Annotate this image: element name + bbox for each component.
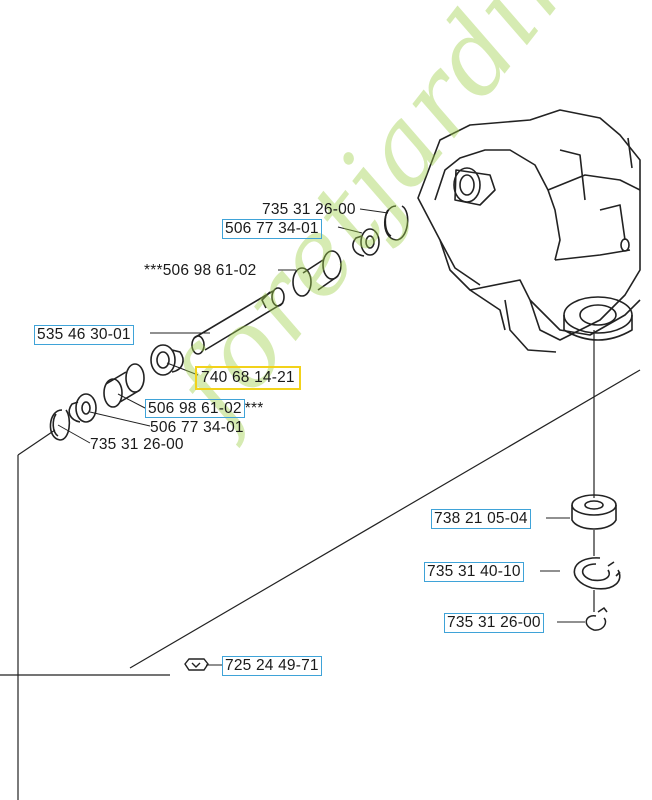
bushing-top	[292, 250, 342, 297]
part-label[interactable]: 506 77 34-01	[222, 219, 322, 239]
part-number-740-68-14-21: 740 68 14-21	[201, 369, 295, 386]
part-label[interactable]: 535 46 30-01	[34, 325, 134, 345]
part-label[interactable]: 738 21 05-04	[431, 509, 531, 529]
watermark: foretjardin.com	[90, 0, 652, 720]
part-label: 506 77 34-01	[150, 419, 244, 437]
part-label[interactable]: 506 98 61-02***	[145, 399, 264, 418]
part-label: 735 31 26-00	[90, 436, 184, 454]
washer-bottom	[68, 393, 97, 423]
small-nut	[184, 658, 209, 671]
leader-lines	[57, 208, 585, 666]
part-number-735-31-26-00: 735 31 26-00	[447, 614, 541, 631]
guide-lines	[0, 330, 641, 800]
snap-ring-bottom	[49, 409, 71, 441]
part-label[interactable]: 735 31 26-00	[444, 613, 544, 633]
gearbox-housing	[417, 109, 641, 353]
bushing-bottom	[103, 363, 145, 408]
part-number-506-77-34-01: 506 77 34-01	[225, 220, 319, 237]
part-number-735-31-26-00: 735 31 26-00	[90, 436, 184, 453]
part-number-506-98-61-02: 506 98 61-02	[145, 399, 245, 418]
part-number-738-21-05-04: 738 21 05-04	[434, 510, 528, 527]
snap-ring-top	[383, 205, 409, 241]
circlip	[573, 557, 621, 590]
part-suffix: ***	[244, 400, 264, 417]
part-number-735-31-40-10: 735 31 40-10	[427, 563, 521, 580]
highlighted-part-label[interactable]: 740 68 14-21	[195, 366, 301, 390]
part-label: 735 31 26-00	[262, 201, 356, 219]
washer-top	[352, 228, 380, 257]
part-number-506-98-61-02: ***506 98 61-02	[144, 262, 257, 279]
ball-bearing	[571, 494, 617, 530]
part-label: ***506 98 61-02	[144, 262, 256, 280]
part-number-535-46-30-01: 535 46 30-01	[37, 326, 131, 343]
part-label[interactable]: 725 24 49-71	[222, 656, 322, 676]
part-label[interactable]: 735 31 40-10	[424, 562, 524, 582]
small-circlip	[585, 606, 608, 631]
part-number-725-24-49-71: 725 24 49-71	[225, 657, 319, 674]
seal-ring	[150, 344, 184, 376]
pin-shaft	[191, 287, 285, 355]
part-number-735-31-26-00: 735 31 26-00	[262, 201, 356, 218]
part-number-506-77-34-01: 506 77 34-01	[150, 419, 244, 436]
